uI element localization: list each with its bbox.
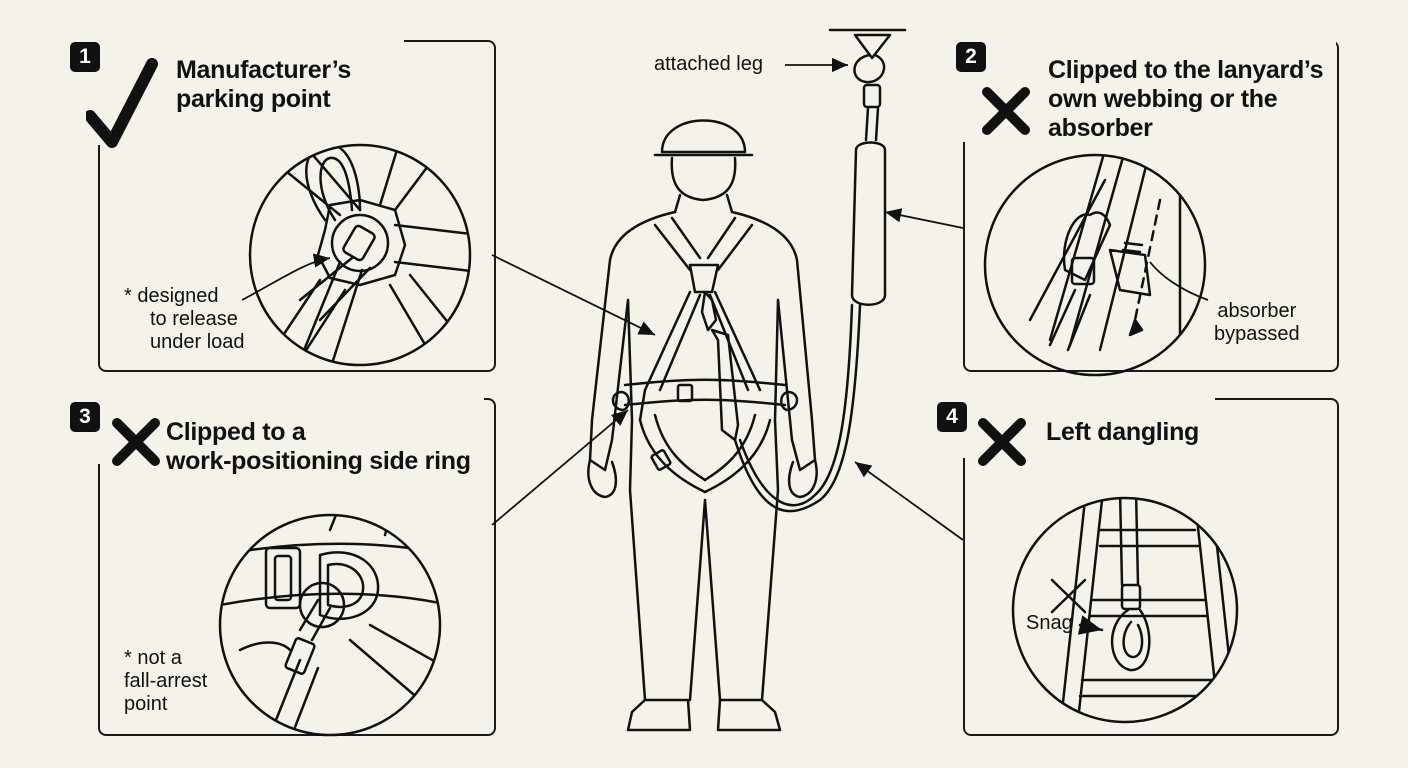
panel-1-note-line-2: to release	[150, 308, 238, 330]
panel-4-title: Left dangling	[1046, 418, 1199, 447]
panel-1-title: Manufacturer’s parking point	[176, 56, 351, 114]
panel-2-title-line-3: absorber	[1048, 114, 1153, 142]
panel-2-note: absorber bypassed	[1214, 300, 1300, 346]
panel-4-number-badge: 4	[937, 402, 967, 432]
parking-point-detail	[248, 143, 472, 367]
panel-3-number-badge: 3	[70, 402, 100, 432]
panel-3-note: * not a fall-arrest point	[124, 647, 207, 716]
panel-3-note-line-2: fall-arrest	[124, 670, 208, 692]
absorber-clip-detail	[983, 153, 1207, 377]
panel-3-note-line-3: point	[124, 693, 168, 715]
dangling-hook-detail	[1011, 496, 1239, 724]
check-icon	[86, 58, 158, 148]
panel-3-note-line-1: * not a	[124, 647, 182, 669]
panel-1-title-line-1: Manufacturer’s	[176, 56, 352, 84]
panel-1-note-line-3: under load	[150, 331, 245, 353]
panel-4-title-line-1: Left dangling	[1046, 418, 1200, 446]
panel-2-title-line-2: own webbing or the	[1048, 85, 1278, 113]
panel-1-title-line-2: parking point	[176, 85, 331, 113]
panel-2-note-line-1: absorber	[1217, 300, 1297, 322]
cross-icon	[978, 418, 1026, 466]
panel-2-title-line-1: Clipped to the lanyard’s	[1048, 56, 1324, 84]
panel-2-number-badge: 2	[956, 42, 986, 72]
side-ring-detail	[218, 513, 442, 737]
panel-1-note-line-1: * designed	[124, 285, 219, 307]
panel-3-title-line-2: work-positioning side ring	[166, 447, 471, 475]
panel-2-note-line-2: bypassed	[1214, 323, 1300, 345]
panel-1-number-badge: 1	[70, 42, 100, 72]
panel-2-title: Clipped to the lanyard’s own webbing or …	[1048, 56, 1324, 143]
panel-3-title: Clipped to a work-positioning side ring	[166, 418, 471, 476]
panel-3-title-line-1: Clipped to a	[166, 418, 306, 446]
attached-leg-label: attached leg	[654, 53, 763, 75]
panel-4-note-snag: Snag	[1026, 612, 1073, 634]
worker-figure	[587, 28, 907, 732]
cross-icon	[982, 87, 1030, 135]
panel-1-note: * designed to release under load	[124, 285, 245, 354]
cross-icon	[112, 418, 160, 466]
